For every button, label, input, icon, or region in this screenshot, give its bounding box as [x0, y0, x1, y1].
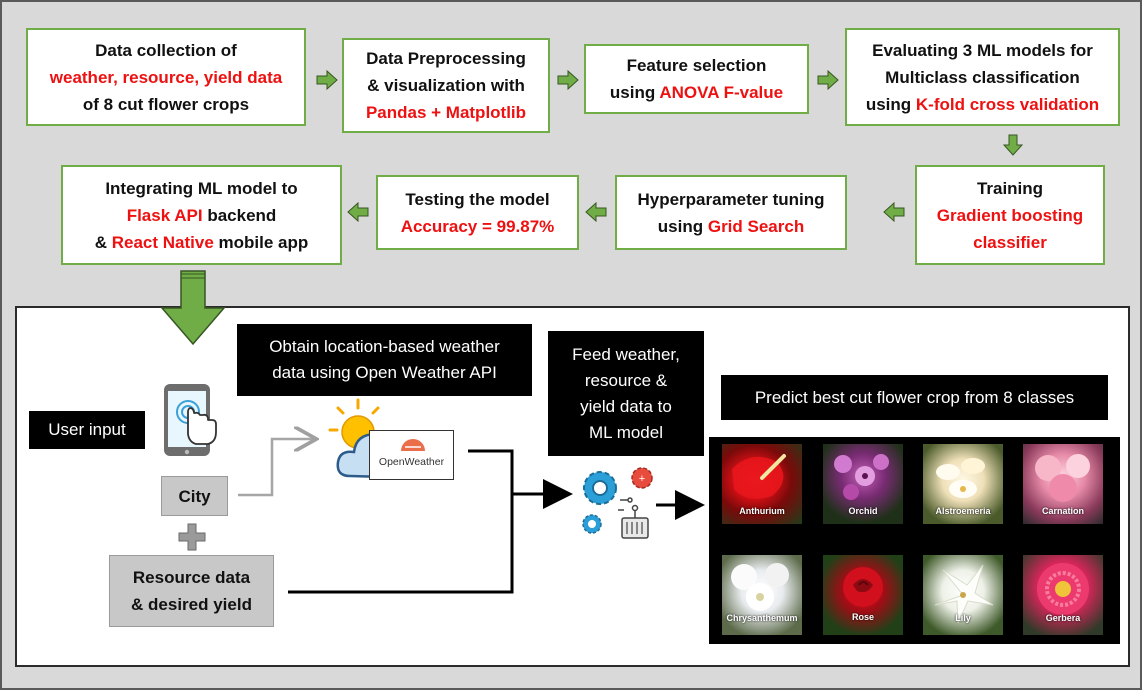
- openweather-logo-text: OpenWeather: [378, 456, 445, 468]
- step-integrating-line3b: React Native: [111, 232, 214, 252]
- resource-line1: Resource data: [132, 568, 251, 587]
- flower-rose: Rose: [823, 555, 903, 635]
- carnation-image: [1035, 454, 1090, 502]
- plus-icon: [178, 523, 206, 551]
- step-feature-selection-line2a: using: [609, 83, 660, 102]
- flower-grid: Anthurium Orchid Alstroemeria Carnation: [709, 437, 1120, 644]
- step-data-collection-line2: weather, resource, yield data: [49, 67, 283, 87]
- user-input-label: User input: [29, 411, 145, 449]
- flower-gerbera: Gerbera: [1023, 555, 1103, 635]
- arrow-left-3: [347, 201, 369, 223]
- predict-text: Predict best cut flower crop from 8 clas…: [754, 387, 1075, 407]
- flower-label-chrysanthemum: Chrysanthemum: [726, 613, 798, 623]
- step-preprocessing-line1: Data Preprocessing: [366, 49, 526, 68]
- resource-line2: & desired yield: [131, 595, 252, 614]
- arrow-right-3: [817, 69, 839, 91]
- step-evaluating-line1: Evaluating 3 ML models for: [872, 40, 1093, 60]
- big-down-arrow: [160, 270, 226, 346]
- step-testing-line2: Accuracy = 99.87%: [400, 216, 555, 236]
- flower-label-gerbera: Gerbera: [1045, 613, 1081, 623]
- step-testing-line1: Testing the model: [405, 189, 550, 209]
- flower-lily: Lily: [923, 555, 1003, 635]
- step-training-line2: Gradient boosting: [936, 205, 1084, 225]
- step-integrating-line1: Integrating ML model to: [105, 178, 298, 198]
- feed-line3: yield data to: [580, 396, 672, 416]
- flower-label-carnation: Carnation: [1041, 506, 1084, 516]
- touch-tablet-icon: [164, 384, 217, 456]
- flower-label-alstroemeria: Alstroemeria: [935, 506, 991, 516]
- step-integrating: Integrating ML model to Flask API backen…: [61, 165, 342, 265]
- flower-carnation: Carnation: [1023, 444, 1103, 524]
- flower-alstroemeria: Alstroemeria: [923, 444, 1003, 524]
- openweather-logo: OpenWeather: [369, 430, 454, 480]
- flower-label-anthurium: Anthurium: [739, 506, 785, 516]
- step-feature-selection-line1: Feature selection: [626, 56, 767, 75]
- arrow-right-1: [316, 69, 338, 91]
- gerbera-image: [1037, 563, 1089, 615]
- rose-image: [843, 567, 883, 607]
- step-data-collection: Data collection of weather, resource, yi…: [26, 28, 306, 126]
- flower-label-orchid: Orchid: [848, 506, 878, 516]
- step-integrating-line2b: backend: [202, 205, 277, 225]
- step-hyperparameter-line2b: Grid Search: [707, 216, 805, 236]
- step-feature-selection-line2b: ANOVA F-value: [659, 83, 784, 102]
- step-preprocessing: Data Preprocessing & visualization with …: [342, 38, 550, 133]
- orchid-image: [834, 454, 889, 500]
- step-integrating-line3a: &: [94, 232, 112, 252]
- alstroemeria-image: [936, 458, 985, 498]
- step-data-collection-line3: of 8 cut flower crops: [82, 94, 250, 114]
- step-evaluating-line2: Multiclass classification: [885, 67, 1080, 87]
- arrow-down-1: [1002, 134, 1024, 156]
- resource-data-input[interactable]: Resource data & desired yield: [109, 555, 274, 627]
- step-hyperparameter-tuning: Hyperparameter tuning using Grid Search: [615, 175, 847, 250]
- step-integrating-line3c: mobile app: [213, 232, 309, 252]
- chrysanthemum-image: [731, 563, 789, 611]
- flower-anthurium: Anthurium: [722, 444, 802, 524]
- step-hyperparameter-line2a: using: [657, 216, 708, 236]
- flower-chrysanthemum: Chrysanthemum: [722, 555, 802, 635]
- step-training-line3: classifier: [973, 232, 1047, 252]
- arrow-right-2: [557, 69, 579, 91]
- step-evaluating-models: Evaluating 3 ML models for Multiclass cl…: [845, 28, 1120, 126]
- weather-api-line2: data using Open Weather API: [272, 363, 497, 382]
- step-data-collection-line1: Data collection of: [95, 40, 237, 60]
- step-feature-selection: Feature selection using ANOVA F-value: [584, 44, 809, 114]
- weather-api-label: Obtain location-based weather data using…: [237, 324, 532, 396]
- step-evaluating-line3a: using: [865, 94, 916, 114]
- step-integrating-line2a: Flask API: [126, 205, 203, 225]
- feed-line4: ML model: [588, 422, 663, 442]
- city-input[interactable]: City: [161, 476, 228, 516]
- arrow-left-1: [883, 201, 905, 223]
- feed-ml-label: Feed weather, resource & yield data to M…: [548, 331, 704, 456]
- arrow-left-2: [585, 201, 607, 223]
- step-testing: Testing the model Accuracy = 99.87%: [376, 175, 579, 250]
- step-hyperparameter-line1: Hyperparameter tuning: [637, 189, 825, 209]
- step-training: Training Gradient boosting classifier: [915, 165, 1105, 265]
- flower-label-lily: Lily: [955, 613, 971, 623]
- ml-gears-icon: +: [582, 467, 653, 539]
- openweather-sun-icon: [401, 439, 425, 451]
- feed-line2: resource &: [584, 370, 668, 390]
- weather-api-line1: Obtain location-based weather: [269, 337, 500, 356]
- step-training-line1: Training: [976, 178, 1044, 198]
- step-preprocessing-line2: & visualization with: [367, 76, 525, 95]
- predict-label: Predict best cut flower crop from 8 clas…: [721, 375, 1108, 420]
- flower-orchid: Orchid: [823, 444, 903, 524]
- flower-label-rose: Rose: [851, 612, 874, 622]
- user-input-text: User input: [48, 420, 126, 439]
- feed-line1: Feed weather,: [572, 344, 680, 364]
- anthurium-image: [732, 454, 786, 499]
- step-preprocessing-line3: Pandas + Matplotlib: [365, 103, 527, 122]
- city-label: City: [178, 486, 211, 506]
- step-evaluating-line3b: K-fold cross validation: [915, 94, 1100, 114]
- lily-image: [934, 564, 994, 624]
- svg-text:+: +: [639, 473, 645, 485]
